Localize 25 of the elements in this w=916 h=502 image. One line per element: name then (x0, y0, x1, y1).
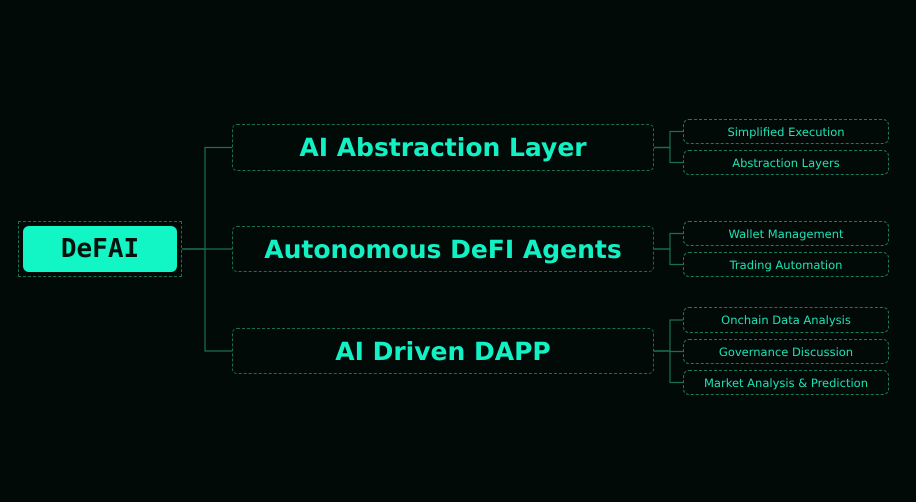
item-label: Market Analysis & Prediction (704, 376, 868, 390)
category-title: AI Driven DAPP (335, 336, 551, 366)
item-box (683, 339, 889, 364)
root-badge: DeFAI (23, 226, 177, 272)
item-label: Onchain Data Analysis (721, 313, 851, 327)
connector-line (654, 248, 683, 266)
category-box (232, 124, 654, 171)
item-label: Trading Automation (730, 258, 842, 272)
category-box (232, 226, 654, 272)
item-box (683, 370, 889, 395)
item-box (683, 307, 889, 333)
connector-line (654, 146, 683, 164)
connector-line (654, 350, 683, 384)
item-box (683, 119, 889, 144)
item-label: Simplified Execution (727, 124, 845, 138)
item-box (683, 150, 889, 175)
connector-line (182, 248, 232, 352)
category-box (232, 328, 654, 374)
category-title: AI Abstraction Layer (299, 133, 587, 162)
item-box (683, 221, 889, 246)
item-label: Abstraction Layers (732, 156, 840, 170)
category-title: Autonomous DeFI Agents (264, 234, 622, 264)
item-box (683, 252, 889, 277)
item-label: Governance Discussion (718, 344, 854, 358)
item-label: Wallet Management (728, 226, 844, 240)
